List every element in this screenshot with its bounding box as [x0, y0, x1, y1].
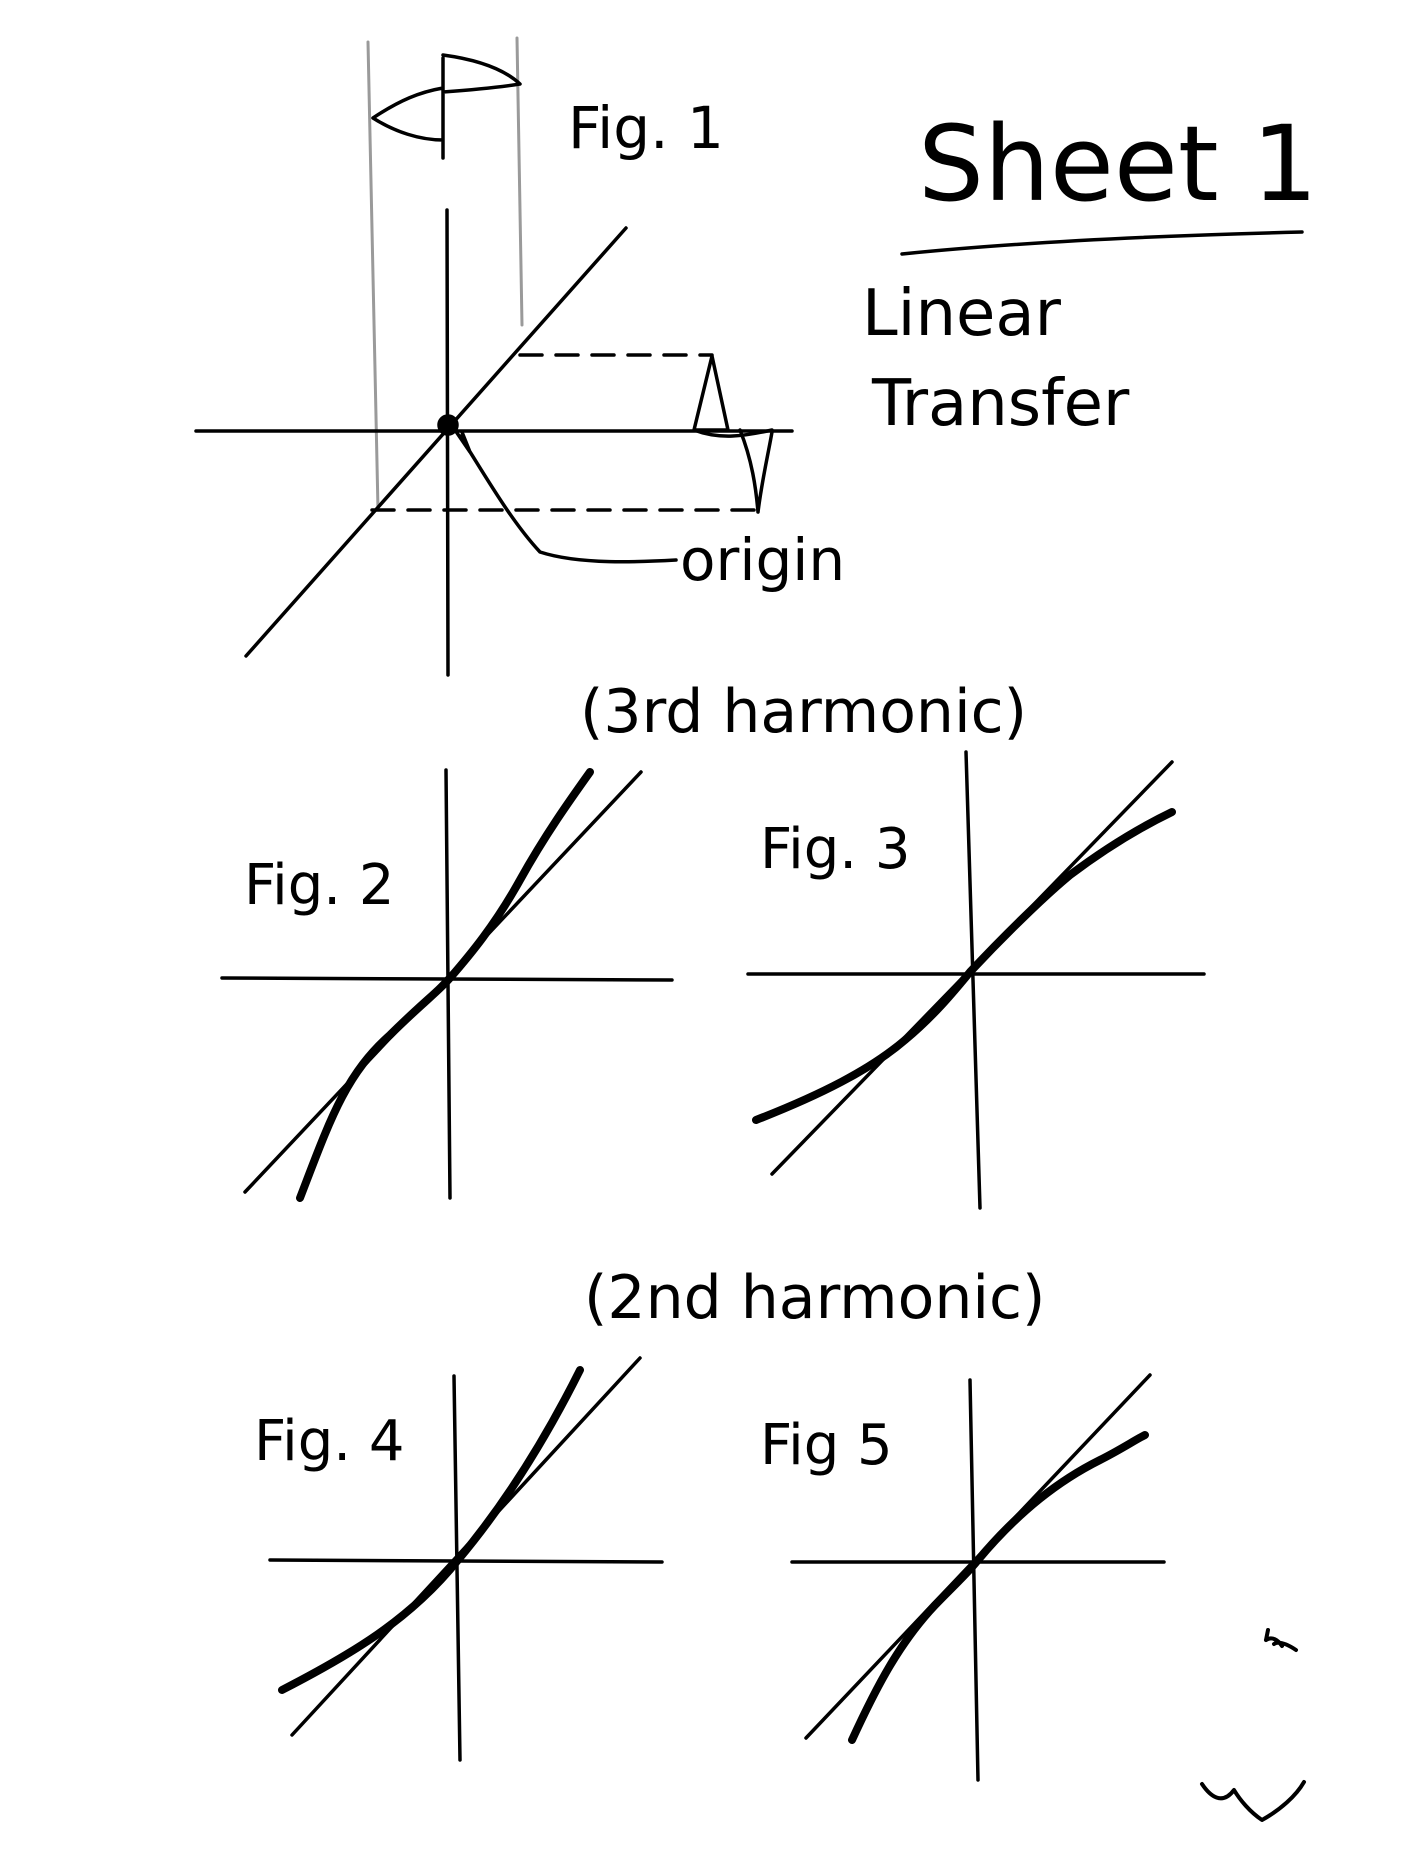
- third-harmonic-label: (3rd harmonic): [580, 677, 1027, 747]
- origin-label: origin: [680, 526, 845, 594]
- origin-pointer: [453, 428, 678, 564]
- fig4-label: Fig. 4: [254, 1409, 404, 1474]
- fig5-label: Fig 5: [760, 1413, 893, 1478]
- fig1-transfer-line: [244, 226, 628, 658]
- fig5-transfer-curve: [848, 1431, 1149, 1744]
- sheet-subtitle-line2: Transfer: [871, 367, 1130, 441]
- fig1-label: Fig. 1: [568, 94, 724, 162]
- origin-dot: [437, 414, 459, 436]
- guide-line-left: [366, 40, 380, 512]
- fig4-x-axis: [268, 1558, 664, 1564]
- margin-tick-mark: [1200, 1780, 1306, 1822]
- margin-marks: [1200, 1628, 1306, 1822]
- figure-4: [268, 1356, 664, 1762]
- fig2-transfer-curve: [296, 768, 594, 1202]
- fig3-y-axis: [964, 750, 982, 1210]
- figure-5: [790, 1373, 1166, 1782]
- figure-1: [194, 36, 794, 677]
- fig4-transfer-curve: [278, 1366, 584, 1694]
- input-waveform: [371, 53, 522, 160]
- fig4-y-axis: [452, 1374, 462, 1762]
- margin-scribble: [1264, 1628, 1298, 1652]
- fig2-label: Fig. 2: [244, 853, 394, 918]
- sheet-title: Sheet 1: [918, 103, 1318, 225]
- output-waveform: [692, 354, 774, 514]
- sheet-subtitle-line1: Linear: [862, 277, 1062, 351]
- second-harmonic-label: (2nd harmonic): [584, 1263, 1045, 1333]
- sheet-title-underline: [900, 230, 1304, 256]
- fig1-y-axis: [445, 208, 450, 677]
- fig5-y-axis: [968, 1378, 980, 1782]
- figure-2: [220, 768, 674, 1202]
- fig3-transfer-curve: [752, 808, 1176, 1124]
- figure-3: [746, 750, 1206, 1210]
- fig3-label: Fig. 3: [760, 817, 910, 882]
